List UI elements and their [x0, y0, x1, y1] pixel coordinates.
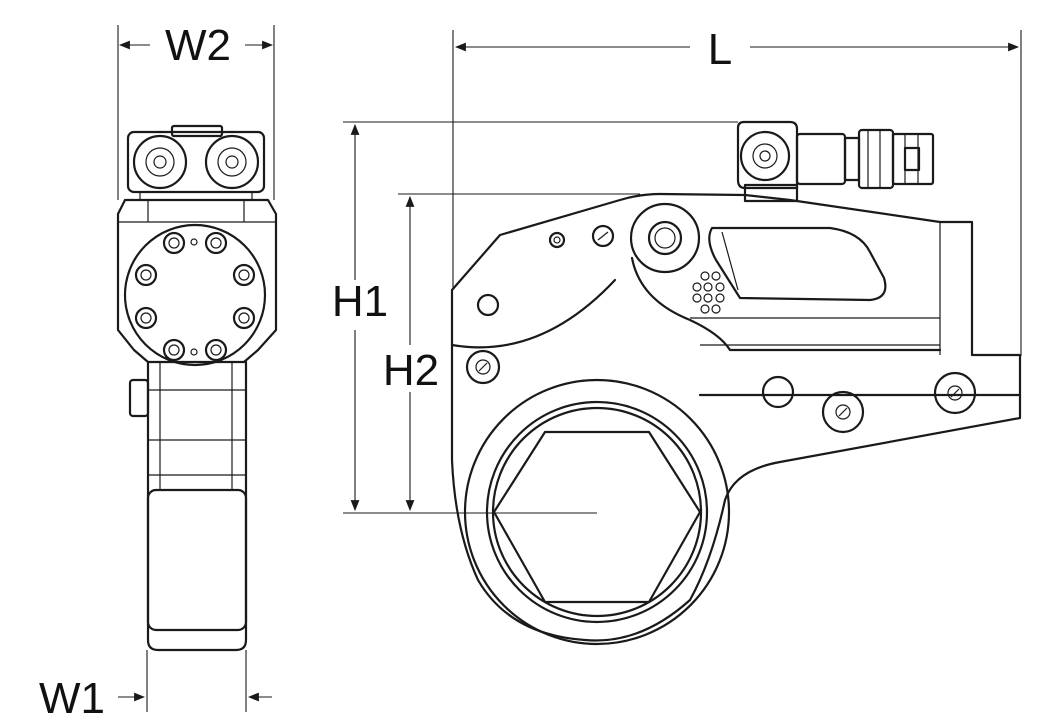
- label-w2: W2: [165, 21, 231, 70]
- socket-ring: [463, 378, 731, 646]
- screws: [465, 224, 977, 434]
- cylinder-slot: [708, 226, 887, 302]
- dimension-l: L: [452, 25, 1022, 356]
- pivot-boss: [629, 202, 701, 274]
- label-h1: H1: [332, 277, 388, 326]
- front-body-outline: [450, 192, 1022, 642]
- front-view: [450, 120, 1022, 646]
- label-w1: W1: [39, 674, 105, 723]
- dimension-w2: W2: [117, 21, 275, 200]
- label-h2: H2: [383, 346, 439, 395]
- dimension-h2: H2: [383, 193, 640, 512]
- side-swivel-coupling: [126, 124, 266, 200]
- dimension-h1: H1: [332, 121, 738, 514]
- dimension-w1: W1: [39, 650, 272, 723]
- label-l: L: [708, 25, 732, 74]
- side-cylinder-housing: [116, 198, 278, 367]
- side-view: [116, 124, 278, 652]
- vent-holes: [692, 271, 725, 314]
- top-swivel-coupler: [736, 120, 935, 203]
- side-lower-body: [128, 360, 248, 652]
- side-bolt-ring: [134, 231, 256, 362]
